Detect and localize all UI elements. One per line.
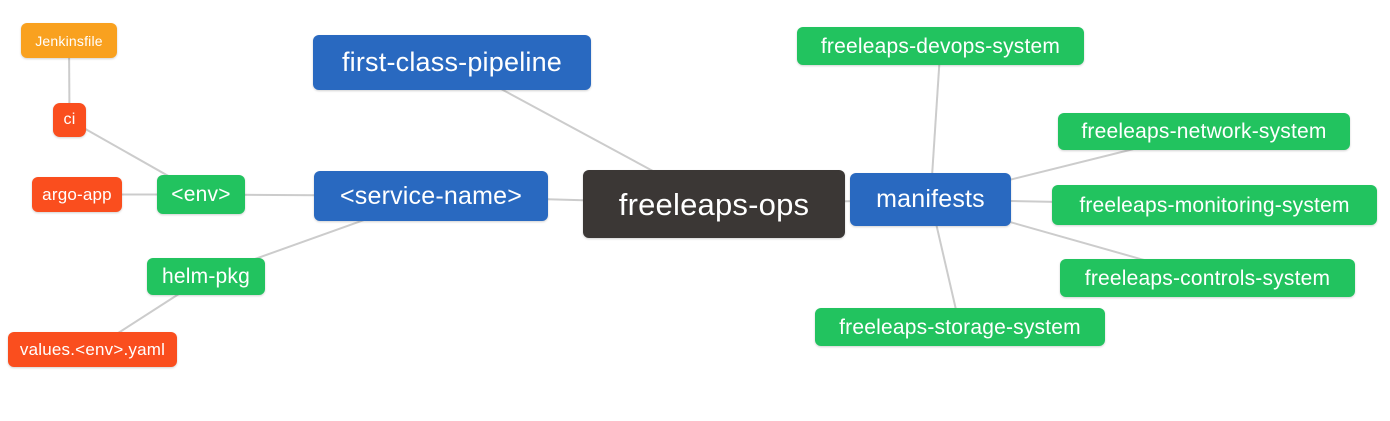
node-freeleaps-storage-system[interactable]: freeleaps-storage-system (815, 308, 1105, 346)
node-freeleaps-network-system[interactable]: freeleaps-network-system (1058, 113, 1350, 150)
node-freeleaps-devops-system[interactable]: freeleaps-devops-system (797, 27, 1084, 65)
node-values-env-yaml[interactable]: values.<env>.yaml (8, 332, 177, 367)
node-argo-app[interactable]: argo-app (32, 177, 122, 212)
node-jenkinsfile[interactable]: Jenkinsfile (21, 23, 117, 58)
node-service-name[interactable]: <service-name> (314, 171, 548, 221)
node-freeleaps-controls-system[interactable]: freeleaps-controls-system (1060, 259, 1355, 297)
node-manifests[interactable]: manifests (850, 173, 1011, 226)
node-env[interactable]: <env> (157, 175, 245, 214)
node-freeleaps-monitoring-system[interactable]: freeleaps-monitoring-system (1052, 185, 1377, 225)
node-first-class-pipeline[interactable]: first-class-pipeline (313, 35, 591, 90)
node-freeleaps-ops[interactable]: freeleaps-ops (583, 170, 845, 238)
node-helm-pkg[interactable]: helm-pkg (147, 258, 265, 295)
node-ci[interactable]: ci (53, 103, 86, 137)
